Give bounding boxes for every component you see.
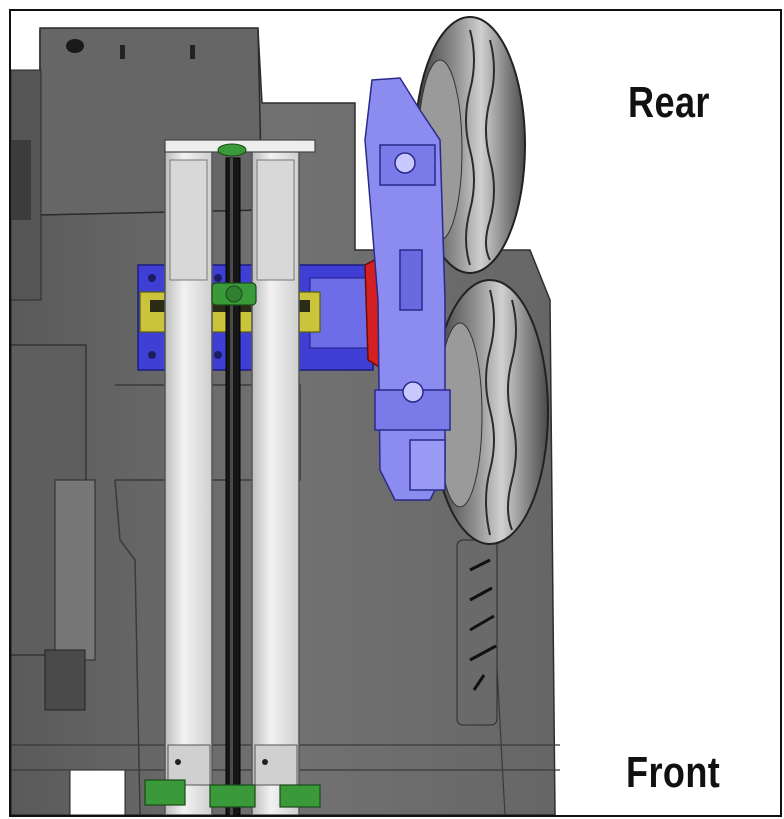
- left-mount: [44, 649, 86, 711]
- rod-clamp: [211, 282, 257, 306]
- bottom-left-box: [69, 769, 126, 815]
- front-label: Front: [626, 748, 721, 797]
- housing-hole: [66, 39, 84, 53]
- slot-mark: [120, 45, 125, 59]
- green-fitting: [217, 143, 247, 157]
- rod-highlight: [230, 158, 233, 815]
- bolt: [214, 351, 222, 359]
- left-bracket: [11, 140, 31, 220]
- rear-label: Rear: [628, 78, 710, 127]
- rear-wheel-lower: [431, 279, 549, 545]
- slot-mark: [190, 45, 195, 59]
- bolt: [148, 351, 156, 359]
- left-spindle: [54, 479, 96, 661]
- bottom-green-brackets: [144, 779, 321, 808]
- deck-ridge: [114, 479, 141, 815]
- wheel-arm-assembly: [364, 77, 451, 501]
- lift-arm-right: [251, 147, 300, 815]
- bolt: [148, 274, 156, 282]
- height-adjust-pins: [469, 558, 497, 691]
- bolt: [214, 274, 222, 282]
- lift-arm-left: [164, 147, 213, 815]
